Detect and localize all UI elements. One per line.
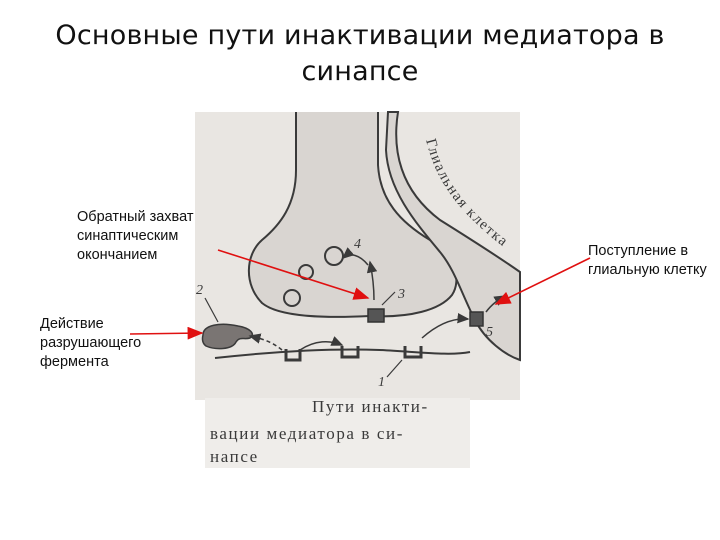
callout-reuptake: Обратный захват синаптическим окончанием [77, 209, 194, 263]
vesicle [283, 289, 301, 307]
receptor [403, 346, 423, 359]
callout-arrow-reuptake [217, 249, 370, 300]
leader-line-1 [386, 359, 403, 378]
path-arrow-to-glia [421, 312, 470, 339]
callout-glia: Поступление в глиальную клетку [588, 243, 707, 278]
figure-caption-line-1: Пути инакти- [312, 397, 429, 416]
glial-cell [384, 111, 521, 362]
callout-arrow-enzyme [129, 326, 204, 340]
caption-background [205, 398, 470, 468]
path-arrow-to-enzyme [248, 333, 283, 351]
figure-number-1: 1 [378, 375, 385, 390]
figure-caption-line-3: напсе [210, 447, 259, 466]
receptor [340, 346, 360, 359]
vesicle [298, 264, 314, 280]
enzyme-shape [201, 323, 254, 350]
figure-caption-line-2: вации медиатора в си- [210, 424, 405, 443]
callout-enzyme: Действие разрушающего фермента [40, 316, 142, 370]
figure-number-2: 2 [196, 283, 203, 298]
leader-line-2 [204, 297, 219, 323]
figure-number-5: 5 [486, 325, 493, 340]
postsynaptic-membrane [214, 348, 471, 359]
path-arrow-diffusion [299, 336, 344, 351]
path-arrow-reuptake [366, 260, 378, 301]
figure-number-3: 3 [397, 287, 405, 302]
reuptake-transporter [367, 308, 385, 323]
slide-title: Основные пути инактивации медиатора в си… [55, 20, 665, 87]
path-arrow-vesicle [341, 247, 369, 266]
glial-transporter [469, 311, 484, 327]
figure-number-4: 4 [354, 237, 361, 252]
receptor [284, 349, 302, 362]
callout-arrow-glia [494, 257, 591, 305]
leader-line-3 [381, 291, 396, 306]
